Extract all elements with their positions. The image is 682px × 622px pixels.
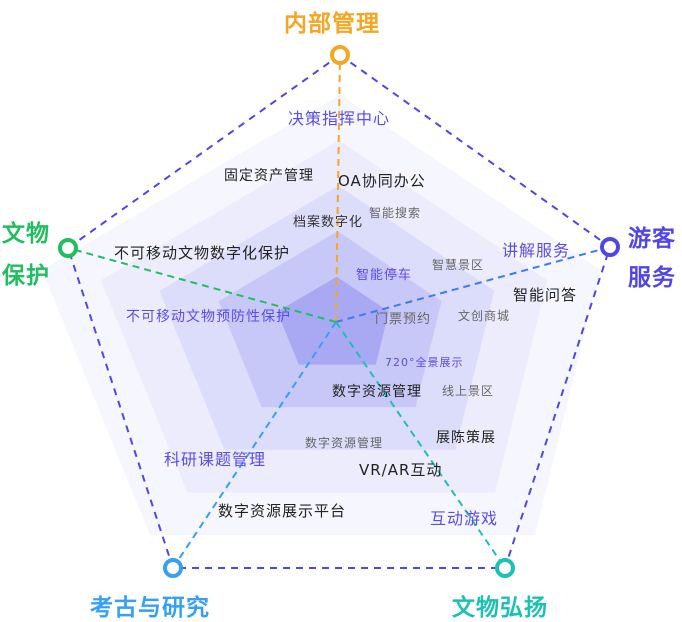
label-online-scenic: 线上景区 [442, 384, 495, 398]
node-bottom-right [495, 558, 515, 578]
axis-line-left [67, 247, 337, 323]
label-vrar: VR/AR互动 [359, 461, 443, 479]
axis-label-visitor-2: 服务 [628, 265, 676, 291]
label-exhibition: 展陈策展 [436, 430, 496, 446]
label-digital-res-1: 数字资源管理 [332, 384, 422, 400]
axis-label-promotion: 文物弘扬 [452, 595, 548, 621]
axis-line-bottom-right [335, 321, 506, 569]
axis-label-protection-2: 保护 [2, 263, 50, 289]
label-research: 科研课题管理 [164, 450, 267, 469]
layer-pentagons [42, 95, 600, 535]
axis-label-research: 考古与研究 [90, 595, 210, 621]
axis-label-internal: 内部管理 [284, 11, 380, 37]
axis-line-bottom-left [172, 321, 337, 569]
label-explain: 讲解服务 [502, 241, 571, 260]
node-left [58, 238, 78, 258]
node-bottom-left [163, 558, 183, 578]
label-display-platform: 数字资源展示平台 [218, 502, 347, 520]
label-smart-scenic: 智慧景区 [432, 258, 485, 272]
label-decision: 决策指挥中心 [288, 109, 391, 128]
label-ticket: 门票预约 [375, 312, 432, 327]
label-panorama: 720°全景展示 [385, 356, 464, 369]
label-game: 互动游戏 [430, 509, 499, 528]
label-fixed-assets: 固定资产管理 [224, 168, 314, 184]
label-oa: OA协同办公 [338, 172, 426, 190]
outer-pentagon-outline [66, 53, 612, 569]
label-smart-qa: 智能问答 [513, 286, 578, 304]
axis-line-top [335, 54, 341, 323]
label-immovable-preventive: 不可移动文物预防性保护 [126, 309, 291, 325]
label-cultural-shop: 文创商城 [458, 309, 511, 323]
node-right [600, 237, 620, 257]
label-smart-search: 智能搜索 [369, 206, 422, 220]
label-immovable-digital: 不可移动文物数字化保护 [114, 244, 291, 262]
node-top [330, 45, 350, 65]
label-archive: 档案数字化 [293, 215, 364, 230]
label-smart-parking: 智能停车 [356, 268, 413, 283]
axis-label-protection-1: 文物 [2, 221, 50, 247]
label-digital-res-2: 数字资源管理 [305, 436, 384, 450]
axis-label-visitor-1: 游客 [628, 226, 676, 252]
